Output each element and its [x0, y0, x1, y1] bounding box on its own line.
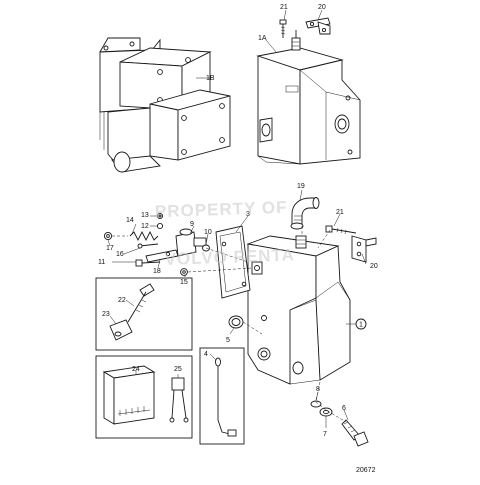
- washer-17: [103, 231, 113, 241]
- label-8: 8: [316, 386, 320, 393]
- label-21-upper: 21: [280, 4, 288, 11]
- bracket-20-upper: [305, 17, 331, 35]
- bolt-21-upper: [279, 19, 287, 38]
- label-10: 10: [204, 229, 212, 236]
- inset-24-25: [95, 355, 193, 439]
- label-3: 3: [246, 211, 250, 218]
- label-11: 11: [98, 259, 105, 266]
- label-18: 18: [153, 268, 161, 275]
- label-1a: 1A: [258, 35, 267, 42]
- label-12: 12: [141, 223, 149, 230]
- bolt-6: [341, 419, 369, 447]
- seal-ring-5: [228, 315, 244, 329]
- label-6: 6: [342, 405, 346, 412]
- label-1b: 1B: [206, 75, 215, 82]
- washer-7: [319, 407, 333, 417]
- label-1: 1: [359, 322, 363, 329]
- label-17: 17: [106, 245, 114, 252]
- label-15: 15: [180, 279, 188, 286]
- label-25: 25: [174, 366, 182, 373]
- elbow-19: [290, 197, 320, 230]
- label-24: 24: [132, 366, 140, 373]
- label-13: 13: [141, 212, 149, 219]
- label-20-lower: 20: [370, 263, 378, 270]
- screw-12: [156, 222, 164, 230]
- washer-15: [180, 268, 188, 276]
- watermark-line-1: PROPERTY OF: [155, 198, 288, 222]
- label-16: 16: [116, 251, 124, 258]
- label-20-upper: 20: [318, 4, 326, 11]
- label-9: 9: [190, 221, 194, 228]
- inset-4: [199, 347, 245, 445]
- label-1-circle: [355, 318, 367, 330]
- watermark: PROPERTY OF VOLVO PENTA: [155, 198, 296, 269]
- housing-1b: [99, 37, 231, 173]
- spring-14: [129, 230, 159, 242]
- label-7: 7: [323, 431, 327, 438]
- bracket-20-lower: [351, 235, 377, 263]
- label-5: 5: [226, 337, 230, 344]
- callout-labels: 21 20 1A 1B 19 21 20 1 3 5 6 7 8 9 10 11…: [98, 4, 378, 438]
- label-4: 4: [204, 351, 208, 358]
- label-22: 22: [118, 297, 126, 304]
- label-21-lower: 21: [336, 209, 344, 216]
- housing-1a: [256, 30, 361, 165]
- spacer-8: [310, 400, 322, 408]
- pin-16: [137, 243, 159, 249]
- housing-1: [246, 235, 351, 385]
- label-19: 19: [297, 183, 305, 190]
- inset-22-23: [95, 277, 193, 351]
- label-23: 23: [102, 311, 110, 318]
- valve-9: [175, 228, 207, 257]
- bolt-21-lower: [325, 225, 357, 235]
- leader-lines: [107, 9, 367, 428]
- watermark-line-2: VOLVO PENTA: [164, 245, 295, 269]
- drawing-number: 20672: [356, 467, 376, 474]
- gasket-3: [215, 225, 251, 299]
- label-14: 14: [126, 217, 134, 224]
- bolt-11: [135, 259, 161, 267]
- nut-13: [156, 212, 164, 220]
- lever-18: [145, 249, 179, 263]
